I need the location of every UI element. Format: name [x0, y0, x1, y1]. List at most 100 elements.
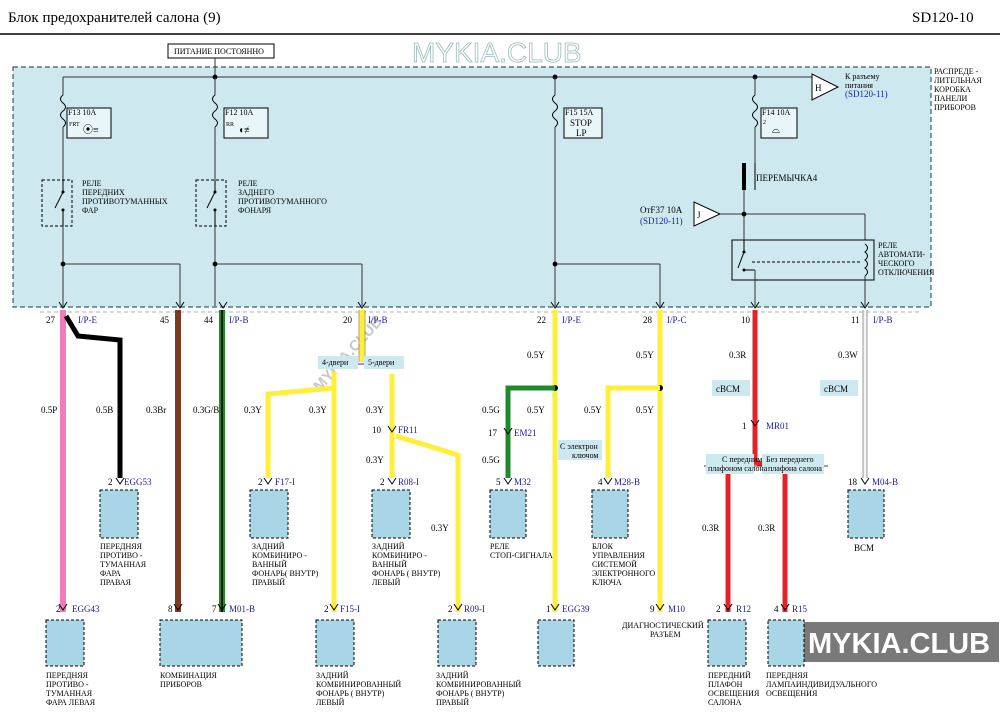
svg-text:КОРОБКА: КОРОБКА: [934, 85, 971, 94]
svg-text:45: 45: [160, 315, 170, 325]
svg-text:F17-I: F17-I: [275, 477, 295, 487]
component-f15i: 2 F15-I ЗАДНИЙ КОМБИНИРОВАННЫЙ ФОНАРЬ ( …: [315, 603, 401, 707]
fuse-f14: F14 10A 2 ⌓: [752, 94, 798, 139]
relay-rear-fog: РЕЛЕ ЗАДНЕГО ПРОТИВОТУМАННОГО ФОНАРЯ: [195, 179, 327, 227]
connector-h-letter: H: [815, 83, 822, 93]
svg-text:0.3R: 0.3R: [702, 523, 719, 533]
svg-text:ПРИБОРОВ: ПРИБОРОВ: [160, 680, 202, 689]
svg-text:ПРОТИВО -: ПРОТИВО -: [46, 680, 89, 689]
svg-text:0.3Y: 0.3Y: [366, 405, 384, 415]
component-m04: 18 M04-B BCM: [847, 477, 898, 553]
svg-text:RR: RR: [226, 122, 234, 128]
svg-text:0.5B: 0.5B: [96, 405, 113, 415]
junction-j: [741, 211, 747, 217]
svg-text:M28-B: M28-B: [614, 477, 640, 487]
splice-mr01: 1 MR01: [742, 419, 789, 431]
svg-text:ПЕРЕДНЯЯ: ПЕРЕДНЯЯ: [766, 671, 809, 680]
svg-text:LP: LP: [576, 128, 587, 138]
svg-text:EM21: EM21: [514, 428, 537, 438]
svg-text:10: 10: [741, 315, 751, 325]
svg-text:КОМБИНИРО -: КОМБИНИРО -: [252, 551, 307, 560]
svg-text:4: 4: [774, 604, 779, 614]
svg-text:R08-I: R08-I: [398, 477, 419, 487]
svg-text:КОМБИНИРОВАННЫЙ: КОМБИНИРОВАННЫЙ: [316, 680, 401, 689]
svg-text:ВАННЫЙ: ВАННЫЙ: [252, 560, 287, 569]
svg-text:0.5Y: 0.5Y: [527, 350, 545, 360]
svg-text:M01-B: M01-B: [229, 604, 255, 614]
svg-text:РЕЛЕ: РЕЛЕ: [82, 179, 102, 188]
svg-text:0.5Y: 0.5Y: [636, 350, 654, 360]
cbcm-option-bg-2: [820, 380, 858, 396]
svg-text:РАСПРЕДЕ -: РАСПРЕДЕ -: [934, 67, 979, 76]
svg-text:КОМБИНИРО -: КОМБИНИРО -: [372, 551, 427, 560]
connector-h-ref: (SD120-11): [845, 89, 888, 99]
svg-text:F12 10A: F12 10A: [225, 108, 253, 117]
svg-text:8: 8: [168, 604, 173, 614]
svg-text:АВТОМАТИ-: АВТОМАТИ-: [878, 250, 925, 259]
svg-text:EGG53: EGG53: [124, 477, 152, 487]
component-f17: 2 F17-I ЗАДНИЙ КОМБИНИРО - ВАННЫЙ ФОНАРЬ…: [249, 477, 319, 587]
svg-text:0.3G/B: 0.3G/B: [193, 405, 219, 415]
svg-text:ПРИБОРОВ: ПРИБОРОВ: [934, 103, 976, 112]
svg-text:ПРАВАЯ: ПРАВАЯ: [100, 578, 132, 587]
svg-text:20: 20: [343, 315, 353, 325]
svg-text:ФАРА ЛЕВАЯ: ФАРА ЛЕВАЯ: [46, 698, 96, 707]
svg-text:ПРАВЫЙ: ПРАВЫЙ: [436, 698, 469, 707]
svg-text:I/P-B: I/P-B: [229, 315, 249, 325]
component-m10: 9 M10 ДИАГНОСТИЧЕСКИЙ РАЗЪЕМ: [622, 603, 704, 639]
svg-text:РЕЛЕ: РЕЛЕ: [878, 241, 898, 250]
connector-j-icon: [693, 201, 722, 227]
svg-text:10: 10: [372, 425, 382, 435]
svg-text:ПРАВЫЙ: ПРАВЫЙ: [252, 578, 285, 587]
svg-text:ОТКЛЮЧЕНИЯ: ОТКЛЮЧЕНИЯ: [878, 268, 935, 277]
front-fog-icon: ⦿≡: [83, 124, 99, 136]
page-title: Блок предохранителей салона (9): [8, 10, 221, 26]
splice-em21: 17 EM21: [488, 427, 537, 438]
svg-text:0.3Br: 0.3Br: [146, 405, 166, 415]
svg-text:КОМБИНАЦИЯ: КОМБИНАЦИЯ: [160, 671, 218, 680]
svg-text:ПРОТИВОТУМАННОГО: ПРОТИВОТУМАННОГО: [238, 197, 327, 206]
page-code: SD120-10: [912, 10, 974, 26]
svg-text:ТУМАННАЯ: ТУМАННАЯ: [46, 689, 93, 698]
svg-text:ФОНАРЯ: ФОНАРЯ: [238, 206, 272, 215]
svg-text:M10: M10: [668, 604, 686, 614]
svg-text:R12: R12: [736, 604, 751, 614]
svg-text:44: 44: [204, 315, 214, 325]
svg-text:ЭЛЕКТРОННОГО: ЭЛЕКТРОННОГО: [592, 569, 655, 578]
svg-text:ЗАДНИЙ: ЗАДНИЙ: [252, 542, 285, 551]
svg-text:11: 11: [851, 315, 860, 325]
connector-h-text1: К разъему: [845, 72, 880, 81]
cruise-option-2: ключом: [572, 451, 598, 460]
svg-text:2: 2: [324, 604, 329, 614]
watermark-bottom-bg: [803, 622, 999, 662]
component-egg39: 1 EGG39: [537, 603, 590, 667]
connector-h-icon: [811, 73, 840, 101]
svg-text:ФОНАРЬ ( ВНУТР): ФОНАРЬ ( ВНУТР): [316, 689, 385, 698]
power-label-frame: [167, 43, 275, 59]
fuse-f12: F12 10A RR ◖≢: [212, 94, 269, 139]
svg-text:ПЕРЕДНИЙ: ПЕРЕДНИЙ: [708, 671, 751, 680]
svg-text:0.3R: 0.3R: [729, 350, 746, 360]
cbcm-option-bg-1: [712, 380, 750, 396]
svg-text:9: 9: [650, 604, 655, 614]
svg-text:ПЕРЕДНЯЯ: ПЕРЕДНЯЯ: [100, 542, 143, 551]
wire-green-branch: [505, 385, 555, 478]
component-r12: 2 R12 ПЕРЕДНИЙ ПЛАФОН ОСВЕЩЕНИЯ САЛОНА: [707, 603, 760, 707]
svg-text:С передним: С передним: [722, 455, 762, 464]
svg-text:5-двери: 5-двери: [368, 358, 395, 367]
cbcm-option-1: cBCM: [716, 384, 740, 394]
internal-junctions: [60, 261, 558, 267]
component-r08: 2 R08-I ЗАДНИЙ КОМБИНИРО - ВАННЫЙ ФОНАРЬ…: [371, 477, 441, 587]
svg-text:ПЛАФОН: ПЛАФОН: [708, 680, 743, 689]
svg-text:плафона салона: плафона салона: [768, 464, 822, 473]
svg-text:ПЕРЕДНИХ: ПЕРЕДНИХ: [82, 188, 125, 197]
connector-j-letter: J: [697, 210, 701, 220]
wire-red-r12: [725, 459, 756, 612]
connector-j-text: ОтF37 10A: [640, 205, 683, 215]
wire-yellow-pin20-outline: [358, 310, 366, 362]
svg-text:БЛОК: БЛОК: [592, 542, 614, 551]
svg-text:1: 1: [742, 421, 747, 431]
pin-arrows: [58, 301, 870, 309]
